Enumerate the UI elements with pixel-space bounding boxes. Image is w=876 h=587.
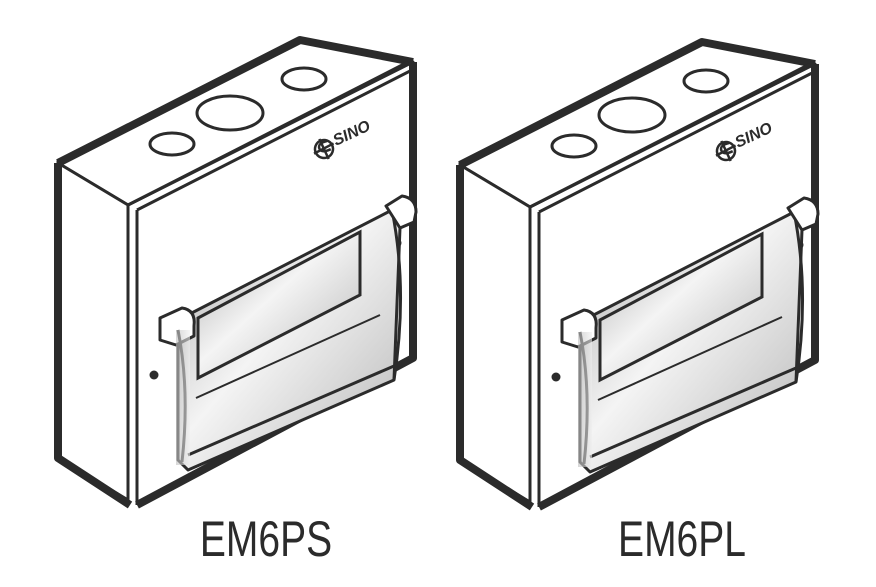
enclosure-em6pl: SINO (460, 42, 818, 507)
brand-text: SINO (733, 119, 776, 151)
model-label-em6pl: EM6PL (618, 511, 746, 567)
model-label-em6ps: EM6PS (199, 511, 333, 567)
brand-text: SINO (331, 117, 374, 149)
enclosure-em6ps: SINO (58, 40, 416, 505)
